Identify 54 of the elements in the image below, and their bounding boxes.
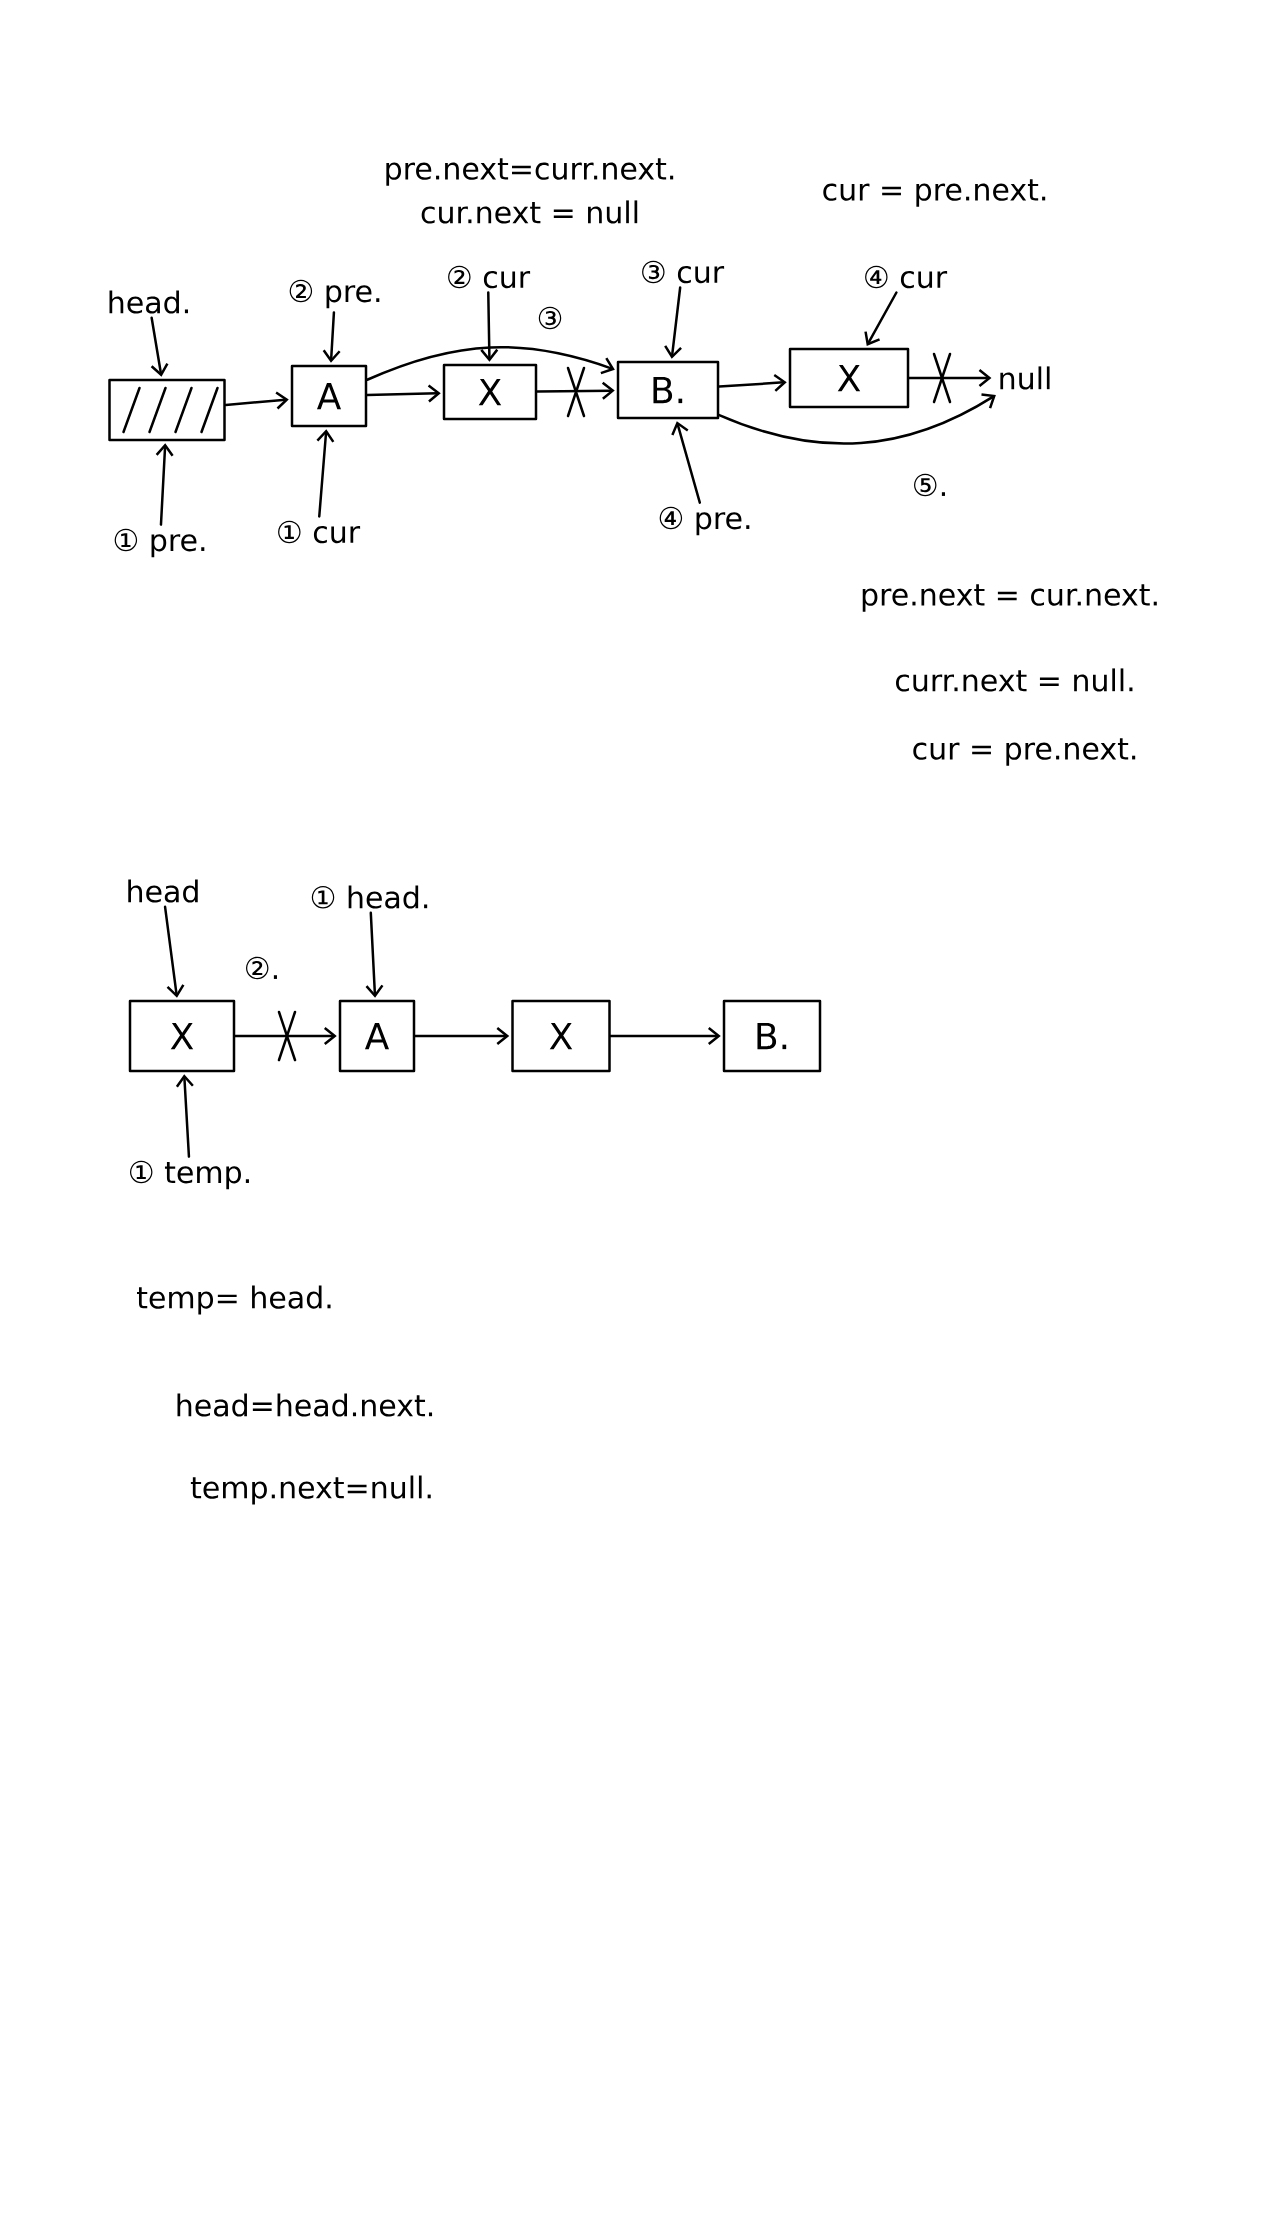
arrow [864, 291, 898, 346]
pointer-label: ① cur [278, 520, 361, 544]
code-line: cur = pre.next. [913, 738, 1136, 766]
arrow [316, 429, 335, 518]
arrow [718, 393, 996, 445]
arrow [671, 421, 702, 504]
code-line: pre.next=curr.next. [386, 158, 674, 186]
code-line: curr.next = null. [896, 668, 1133, 692]
pointer-label: ④ cur [865, 265, 948, 289]
arrow [609, 1027, 721, 1045]
code-line: head=head.next. [177, 1393, 433, 1417]
node-box: A [290, 364, 368, 428]
node-box: X [442, 363, 538, 421]
node-box: A [338, 999, 416, 1073]
arrow [908, 369, 992, 387]
arrow [234, 1027, 337, 1045]
arrow [175, 1074, 194, 1158]
code-line: pre.next = cur.next. [862, 584, 1157, 612]
pointer-label: ① head. [311, 885, 428, 909]
node-box: B. [616, 360, 720, 420]
edge-label: ②. [241, 954, 283, 982]
arrow [224, 391, 289, 410]
arrow [718, 373, 787, 392]
arrow [480, 291, 499, 362]
arrow [322, 311, 341, 363]
node-box: B. [722, 999, 822, 1073]
arrow [366, 346, 615, 381]
hatched-box [108, 378, 226, 442]
code-line: temp.next=null. [190, 1475, 431, 1505]
node-box: X [788, 347, 910, 409]
code-line: cur.next = null [421, 200, 638, 224]
pointer-label: head [128, 879, 198, 903]
arrow [163, 905, 185, 998]
pointer-label: ① pre. [114, 528, 205, 558]
pointer-label: head. [109, 290, 188, 314]
node-box: X [511, 999, 611, 1073]
edge-label: ③ [534, 304, 566, 332]
arrow [664, 286, 682, 359]
arrow [155, 443, 174, 526]
pointer-label: ② pre. [289, 279, 380, 309]
pointer-label: ④ pre. [659, 506, 750, 536]
arrow [414, 1027, 510, 1045]
node-box: X [128, 999, 236, 1073]
code-line: temp= head. [137, 1285, 331, 1315]
edge-label: ⑤. [909, 471, 951, 499]
arrow [536, 381, 615, 400]
pointer-label: ① temp. [130, 1160, 249, 1190]
pointer-label: ③ cur [642, 260, 725, 284]
code-line: cur = pre.next. [823, 179, 1046, 207]
pointer-label: ② cur [448, 265, 531, 289]
arrow [366, 384, 441, 403]
arrow [150, 316, 169, 377]
arrow [365, 911, 384, 998]
pointer-label: null [1000, 366, 1050, 390]
